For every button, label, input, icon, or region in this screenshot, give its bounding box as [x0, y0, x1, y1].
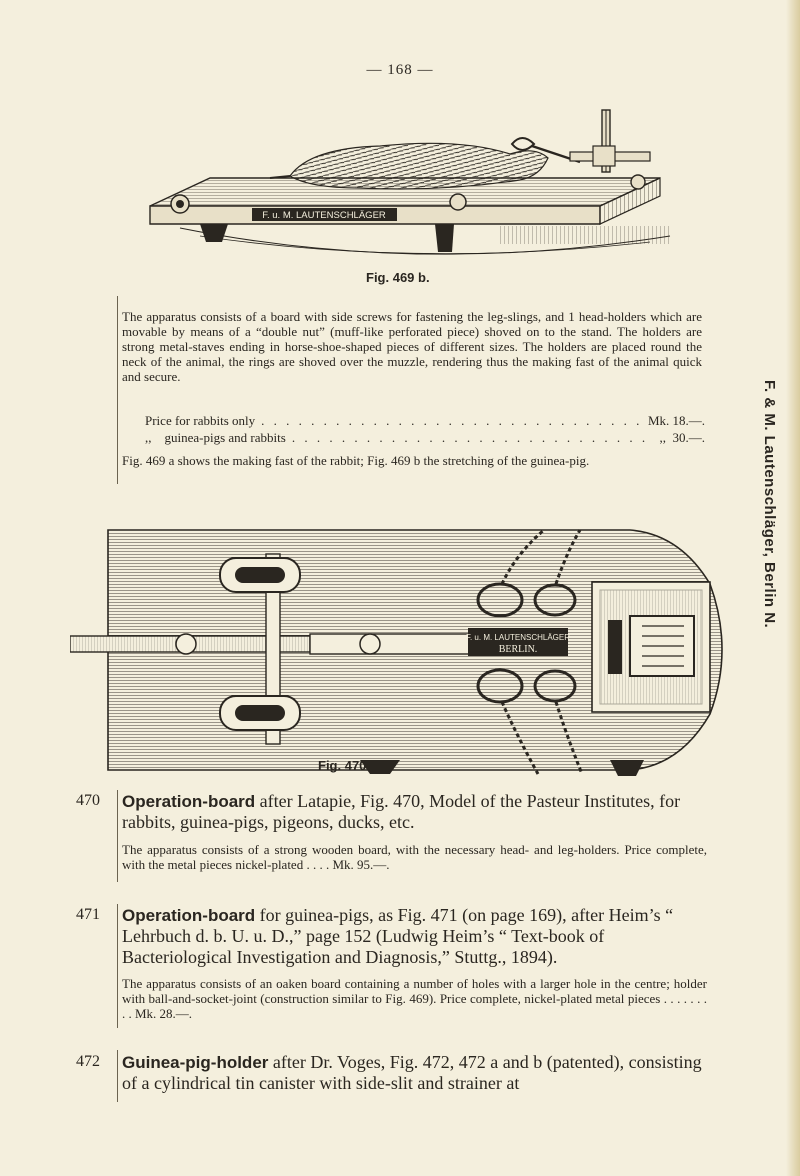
- margin-rule: [117, 904, 118, 1028]
- figure-470-caption: Fig. 470.: [318, 758, 371, 773]
- entry-heading-text-470: after Latapie, Fig. 470, Model of the Pa…: [122, 791, 681, 832]
- price-line-guinea-pigs: ,, guinea-pigs and rabbits . . . . . . .…: [145, 430, 705, 446]
- entry-heading-472: Guinea-pig-holder after Dr. Voges, Fig. …: [122, 1052, 707, 1094]
- margin-rule: [117, 296, 118, 484]
- page-edge-shadow: [786, 0, 800, 1176]
- price-label-rabbits: Price for rabbits only: [145, 413, 256, 428]
- price-label-guinea-pigs: ,, guinea-pigs and rabbits: [145, 430, 286, 445]
- entry-heading-471: Operation-board for guinea-pigs, as Fig.…: [122, 905, 707, 968]
- entry-heading-text-472: after Dr. Voges, Fig. 472, 472 a and b (…: [122, 1052, 702, 1093]
- entry-heading-470: Operation-board after Latapie, Fig. 470,…: [122, 791, 707, 833]
- intro-paragraph: The apparatus consists of a board with s…: [122, 309, 702, 384]
- figure-470-illustration: F. u. M. LAUTENSCHLÄGER BERLIN.: [70, 528, 723, 776]
- figure-469b-caption: Fig. 469 b.: [366, 270, 430, 285]
- figure-note: Fig. 469 a shows the making fast of the …: [122, 453, 590, 468]
- entry-number-472: 472: [76, 1053, 100, 1070]
- entry-body-471: The apparatus consists of an oaken board…: [122, 976, 707, 1021]
- margin-rule: [117, 790, 118, 882]
- entry-body-470: The apparatus consists of a strong woode…: [122, 842, 707, 872]
- entry-number-471: 471: [76, 906, 100, 923]
- side-imprint-text: F. & M. Lautenschläger, Berlin N.: [761, 380, 778, 629]
- side-imprint: F. & M. Lautenschläger, Berlin N.: [760, 380, 780, 720]
- figure-470-plate-label-city: BERLIN.: [499, 644, 538, 655]
- leader-dots: . . . . . . . . . . . . . . . . . . . . …: [261, 413, 642, 428]
- page-number: — 168 —: [366, 62, 434, 78]
- margin-rule: [117, 1050, 118, 1102]
- entry-number-470: 470: [76, 792, 100, 809]
- entry-heading-text-471: for guinea-pigs, as Fig. 471 (on page 16…: [122, 905, 674, 967]
- price-line-rabbits: Price for rabbits only . . . . . . . . .…: [145, 413, 705, 429]
- figure-470-plate-label-maker: F. u. M. LAUTENSCHLÄGER: [466, 633, 570, 642]
- price-value-guinea-pigs: ,, 30.—.: [659, 430, 706, 445]
- leader-dots: . . . . . . . . . . . . . . . . . . . . …: [291, 430, 654, 445]
- figure-469b-illustration: F. u. M. LAUTENSCHLÄGER: [149, 109, 671, 255]
- entry-title-471: Operation-board: [122, 906, 256, 925]
- entry-title-472: Guinea-pig-holder: [122, 1053, 269, 1072]
- price-value-rabbits: Mk. 18.—.: [647, 413, 705, 428]
- figure-469b-plate-label: F. u. M. LAUTENSCHLÄGER: [262, 210, 386, 221]
- entry-title-470: Operation-board: [122, 792, 256, 811]
